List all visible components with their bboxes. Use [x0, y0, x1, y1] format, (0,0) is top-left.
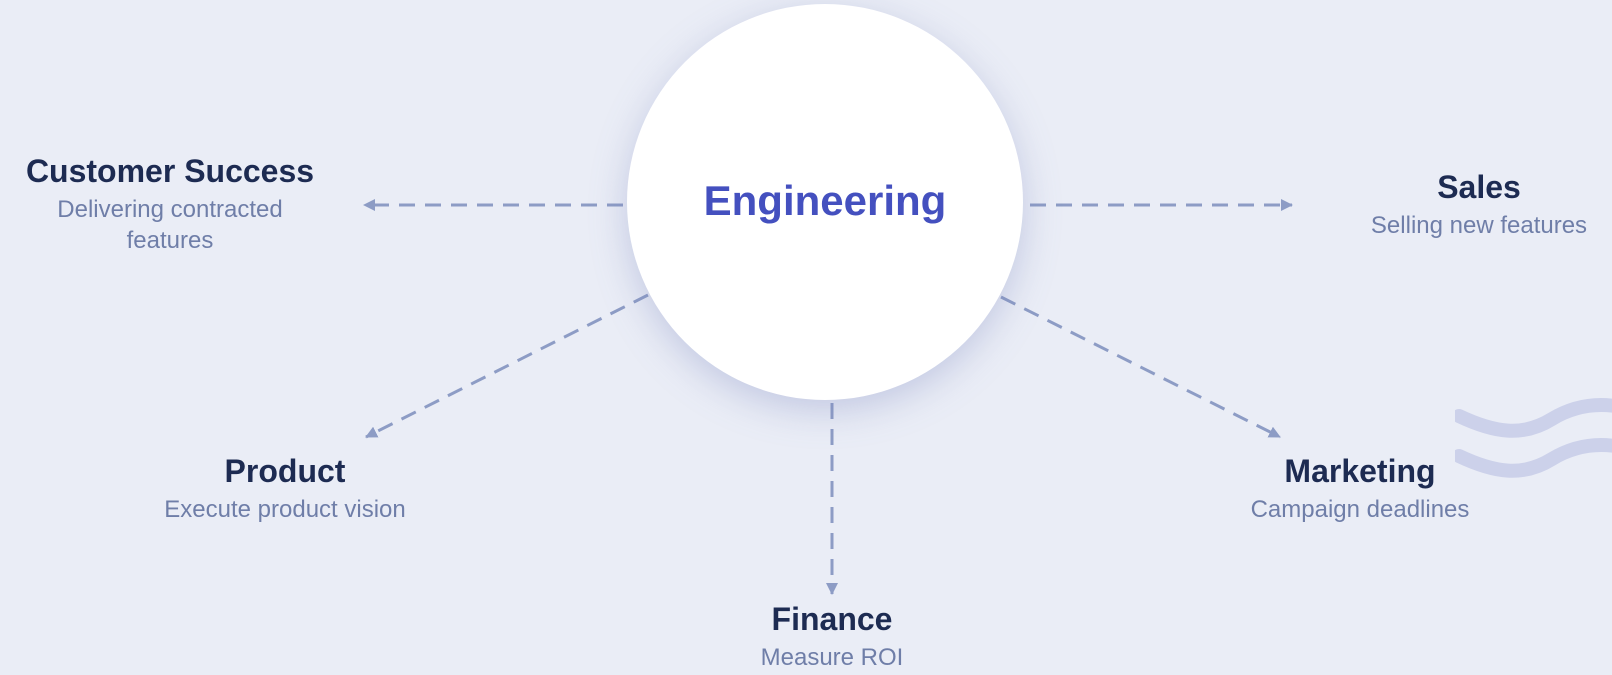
- node-title: Sales: [1437, 169, 1521, 205]
- node-title: Customer Success: [25, 153, 315, 189]
- node-title: Product: [224, 453, 346, 489]
- arrow-to-product: [365, 293, 649, 439]
- arrow-to-marketing: [1000, 295, 1281, 439]
- hub-title: Engineering: [703, 177, 947, 224]
- node-subtitle: Campaign deadlines: [1250, 496, 1470, 523]
- engineering-hub: Engineering: [627, 4, 1023, 400]
- node-finance: Finance Measure ROI: [712, 600, 952, 673]
- node-customer-success: Customer Success Delivering contracted f…: [0, 152, 340, 256]
- node-title: Marketing: [1284, 453, 1436, 489]
- node-subtitle: Selling new features: [1370, 212, 1588, 239]
- node-subtitle: Measure ROI: [760, 644, 904, 671]
- node-marketing: Marketing Campaign deadlines: [1215, 452, 1505, 525]
- node-product: Product Execute product vision: [130, 452, 440, 525]
- node-sales: Sales Selling new features: [1334, 168, 1612, 241]
- node-title: Finance: [771, 601, 893, 637]
- node-subtitle: Delivering contracted features: [57, 196, 283, 254]
- decorative-waves: [1455, 398, 1612, 478]
- node-subtitle: Execute product vision: [164, 496, 406, 523]
